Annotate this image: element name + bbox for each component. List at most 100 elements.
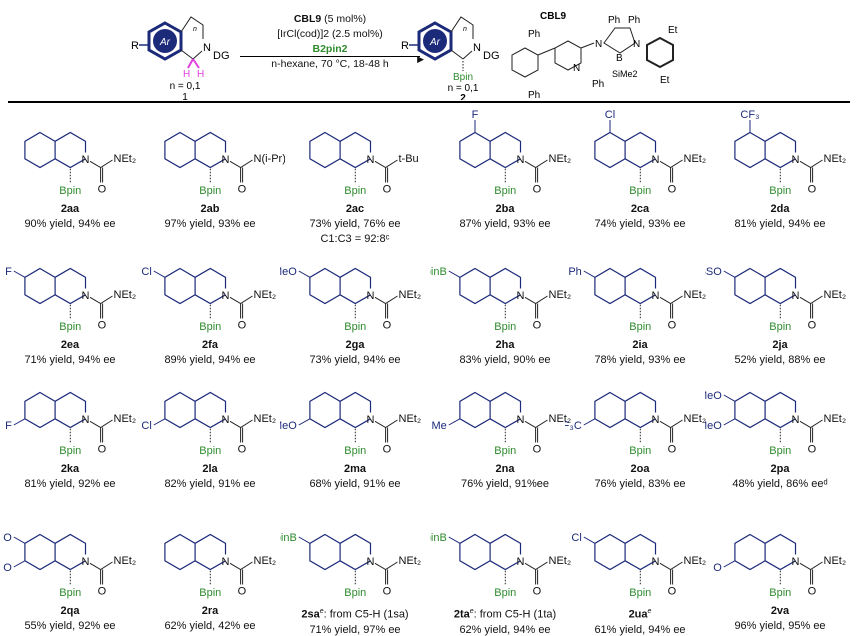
bpin-label: Bpin (769, 445, 791, 457)
amide-group-label: NEt₂ (684, 413, 707, 425)
amide-group-label: NEt₂ (824, 555, 847, 567)
compound-id: 2sa (301, 608, 320, 621)
bpin-label: Bpin (769, 321, 791, 333)
svg-text:Bpin: Bpin (453, 72, 473, 83)
svg-text:O: O (98, 444, 107, 456)
boron-reagent: B2pin2 (312, 43, 348, 55)
svg-text:O: O (238, 320, 247, 332)
compound-caption: 2aa 90% yield, 94% ee (0, 202, 145, 232)
yield-ee-text: 73% yield, 76% ee (309, 218, 401, 230)
footnote-marker: e (319, 608, 324, 615)
svg-text:O: O (98, 184, 107, 196)
substituent-label: pinB (280, 532, 297, 544)
compound-id: 2aa (60, 203, 80, 215)
svg-text:n: n (193, 26, 197, 33)
bpin-label: Bpin (494, 185, 516, 197)
bpin-label: Bpin (199, 445, 221, 457)
svg-text:Ph: Ph (608, 15, 620, 26)
bpin-label: Bpin (199, 185, 221, 197)
svg-text:N: N (82, 414, 90, 426)
yield-ee-text: 73% yield, 94% ee (309, 354, 401, 366)
svg-text:N: N (573, 63, 580, 74)
svg-text:N: N (222, 556, 230, 568)
compound-note: : from C5-H (1ta) (473, 608, 557, 621)
bpin-label: Bpin (629, 587, 651, 599)
svg-text:N: N (792, 154, 800, 166)
reaction-conditions: CBL9 (5 mol%) [IrCl(cod)]2 (2.5 mol%) B2… (240, 12, 424, 72)
amide-group-label: NEt₂ (114, 413, 137, 425)
amide-group-label: NEt₂ (549, 289, 572, 301)
svg-text:H: H (183, 69, 190, 80)
bpin-label: Bpin (769, 185, 791, 197)
svg-text:H: H (197, 69, 204, 80)
yield-ee-text: 81% yield, 92% ee (24, 478, 116, 490)
yield-ee-text: 83% yield, 90% ee (459, 354, 551, 366)
amide-group-label: NEt₂ (114, 555, 137, 567)
svg-text:O: O (808, 184, 817, 196)
amide-group-label: NEt₂ (254, 413, 277, 425)
yield-ee-text: 55% yield, 92% ee (24, 620, 116, 632)
yield-ee-text: C1:C3 = 92:8ᶜ (320, 233, 390, 245)
amide-group-label: NEt₂ (254, 555, 277, 567)
molecule-structure: NBpinONEt₂pinB (430, 266, 572, 333)
amide-group-label: NEt₂ (254, 289, 277, 301)
svg-text:O: O (98, 320, 107, 332)
bpin-label: Bpin (59, 587, 81, 599)
substituent-label: Ph (568, 266, 581, 278)
substituent-label: MeO (280, 420, 297, 432)
compound-id: 2ka (60, 463, 80, 475)
yield-ee-text: 52% yield, 88% ee (734, 354, 826, 366)
amide-group-label: NEt₂ (399, 413, 422, 425)
svg-text:R: R (131, 40, 139, 52)
svg-text:SiMe2: SiMe2 (612, 69, 638, 79)
ar-circle (153, 29, 177, 53)
yield-ee-text: 76% yield, 83% ee (594, 478, 686, 490)
svg-text:O: O (533, 320, 542, 332)
amide-group-label: NEt₂ (549, 555, 572, 567)
svg-text:N: N (517, 154, 525, 166)
svg-text:N: N (367, 414, 375, 426)
amide-group-label: NEt₂ (399, 555, 422, 567)
svg-text:N: N (652, 414, 660, 426)
yield-ee-text: 90% yield, 94% ee (24, 218, 116, 230)
svg-text:N: N (222, 290, 230, 302)
svg-text:Ph: Ph (528, 90, 540, 101)
iridium-label: [IrCl(cod)]2 (2.5 mol%) (277, 28, 383, 40)
yield-ee-text: 76% yield, 91%ee (460, 478, 550, 490)
footnote-marker: e (469, 608, 474, 615)
svg-text:N: N (517, 556, 525, 568)
svg-text:N: N (652, 556, 660, 568)
substituent-label: CF₃ (740, 110, 759, 121)
svg-text:n = 0,1: n = 0,1 (448, 83, 479, 94)
yield-ee-text: 96% yield, 95% ee (734, 620, 826, 632)
yield-ee-text: 71% yield, 97% ee (309, 623, 401, 636)
compound-id: 2ta (453, 608, 470, 621)
substituent-label: F (5, 420, 12, 432)
compound-entry-2ga: NBpinONEt₂MeO2ga73% yield, 94% ee (280, 246, 430, 368)
svg-text:Ph: Ph (628, 15, 640, 26)
molecule-structure: NBpinONEt₂pinB (280, 532, 422, 599)
compound-entry-2pa: NBpinONEt₂MeOMeO2pa48% yield, 86% eeᵈ (705, 370, 855, 492)
svg-text:Ar: Ar (159, 37, 171, 48)
svg-text:Et: Et (668, 25, 678, 36)
yield-ee-text: 82% yield, 91% ee (164, 478, 256, 490)
